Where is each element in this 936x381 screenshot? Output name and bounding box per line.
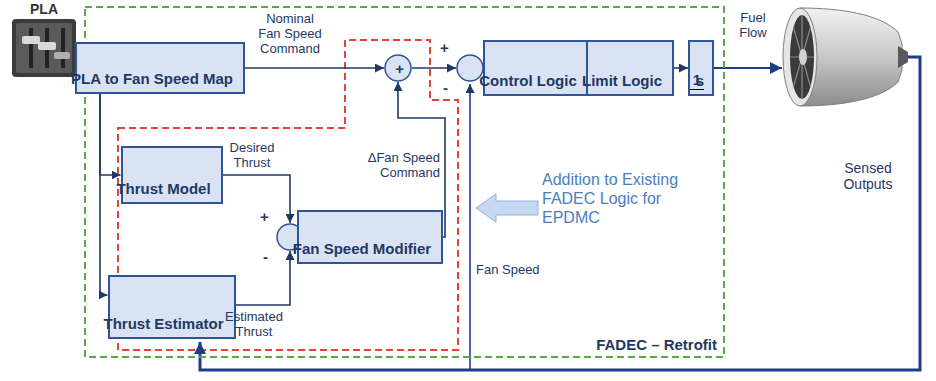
throttle-node: PLA	[10, 1, 78, 78]
box-label: Limit Logic	[580, 72, 664, 90]
fraction-part: s	[696, 72, 704, 90]
region-title: FADEC – Retrofit	[596, 336, 717, 354]
signal-label: Fuel Flow	[728, 10, 778, 40]
fan-face	[790, 15, 814, 99]
signal-connector	[78, 68, 108, 295]
throttle-slot	[61, 28, 65, 68]
throttle-lever	[54, 52, 70, 59]
callout-arrow	[476, 194, 538, 222]
signal-connector	[245, 67, 384, 69]
process-box: Fan Speed Modifier	[297, 210, 443, 264]
junction-circle	[457, 55, 483, 81]
junction-sign: +	[260, 208, 296, 247]
signal-label: Estimated Thrust	[220, 309, 288, 339]
signal-connector	[412, 67, 456, 69]
process-box: Thrust Model	[121, 146, 223, 204]
fan-blades	[790, 15, 814, 99]
fan-speed-feedback	[469, 84, 471, 370]
throttle-lever	[22, 36, 40, 44]
signal-label: Desired Thrust	[220, 140, 284, 170]
signal-label: ΔFan Speed Command	[352, 150, 440, 180]
box-label: Thrust Estimator	[102, 315, 226, 333]
process-box: Control Logic	[483, 40, 589, 96]
turbofan-engine	[783, 8, 908, 106]
throttle-lever	[38, 42, 56, 50]
signal-connector	[223, 175, 291, 223]
junction-circle	[385, 55, 411, 81]
signal-label: Nominal Fan Speed Command	[255, 11, 325, 56]
throttle-panel	[16, 23, 72, 73]
process-box: Limit Logic	[586, 40, 674, 96]
throttle-label: PLA	[10, 1, 78, 17]
signal-label: Fan Speed	[476, 262, 556, 277]
engine-inlet	[783, 8, 817, 106]
throttle-illustration	[12, 19, 76, 77]
signal-label: Sensed Outputs	[826, 160, 910, 192]
box-label: Thrust Model	[115, 180, 213, 198]
box-label: Control Logic	[477, 72, 579, 90]
fan-spinner	[799, 49, 807, 65]
engine-nozzle	[898, 46, 908, 68]
junction-sign: +	[395, 60, 404, 78]
throttle-slot	[29, 28, 33, 68]
signal-connector	[674, 67, 688, 69]
signal-connector	[236, 251, 291, 305]
process-box: Thrust Estimator	[108, 275, 236, 339]
feedback-line	[200, 57, 920, 370]
process-box: PLA to Fan Speed Map	[75, 42, 245, 94]
box-label: Fan Speed Modifier	[291, 240, 433, 258]
box-label: PLA to Fan Speed Map	[69, 70, 235, 88]
summing-junction: +	[384, 54, 412, 82]
callout-text: Addition to Existing FADEC Logic for EPD…	[542, 170, 707, 227]
integrator-box: 1s	[688, 40, 714, 96]
junction-sign: +	[440, 39, 476, 78]
throttle-housing	[12, 19, 76, 77]
